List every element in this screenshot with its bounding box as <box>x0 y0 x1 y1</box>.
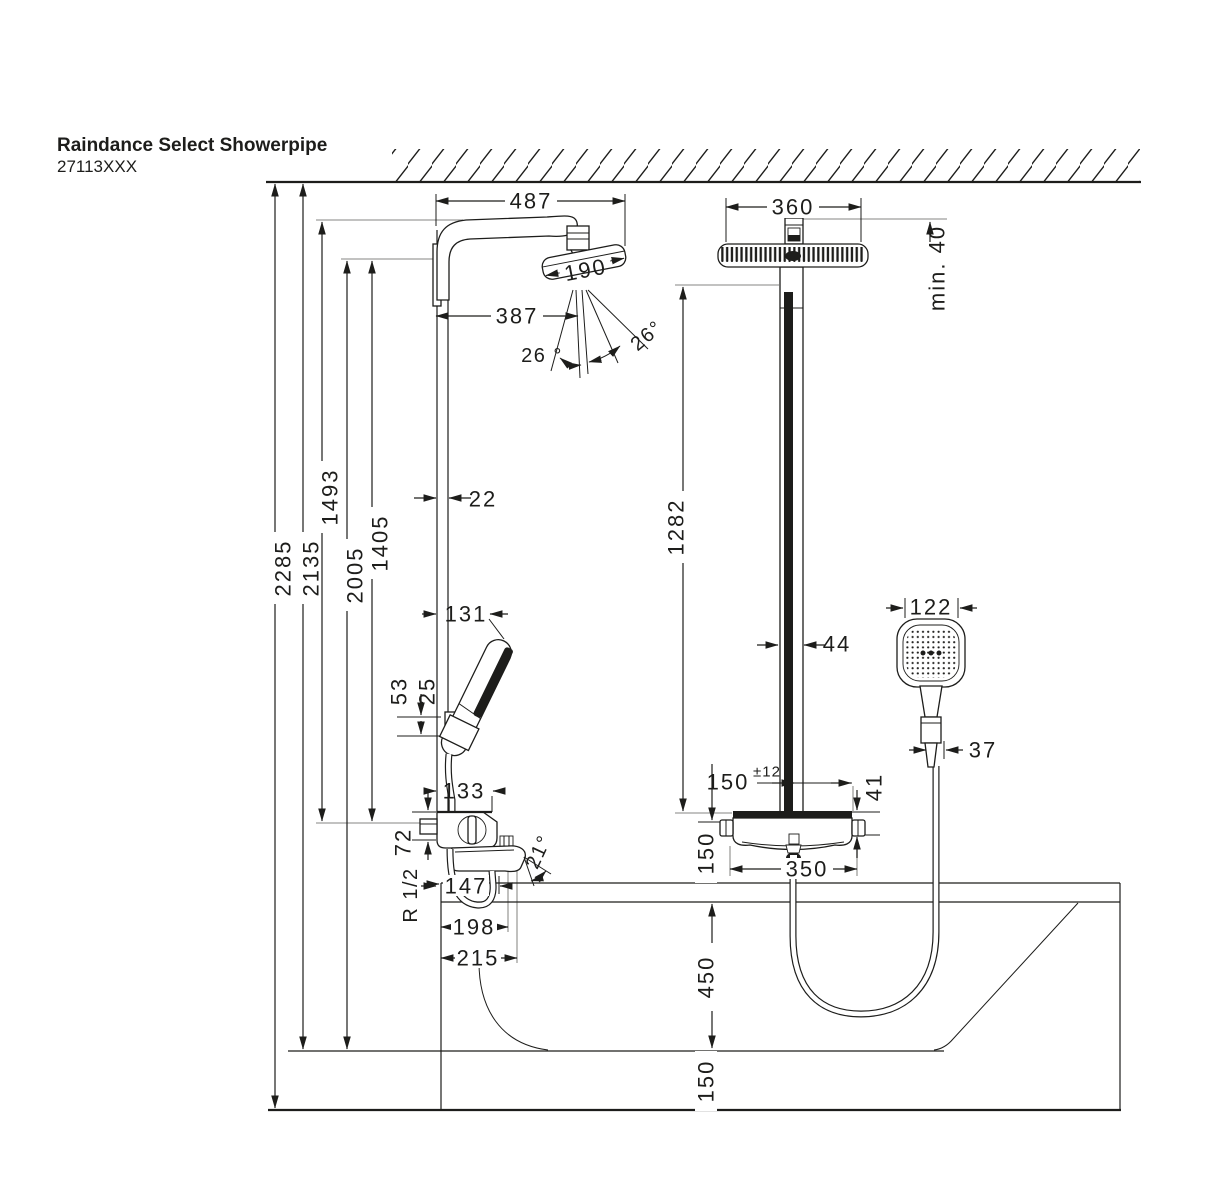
dim-mixer-projection: 215 <box>457 946 500 971</box>
dim-spray-face-height: 2005 <box>343 547 368 604</box>
page-title: Raindance Select Showerpipe <box>57 135 327 156</box>
tub-inner-left <box>478 961 549 1051</box>
dim-holder-upper: 53 <box>387 677 412 705</box>
bath-mixer <box>419 810 552 909</box>
overhead-shower-side: 190 <box>541 244 627 286</box>
dim-connection-distance: 150 <box>707 770 750 795</box>
dim-mixer-width: 133 <box>443 779 486 804</box>
spray-fan <box>550 289 649 379</box>
dim-floor-recess: 150 <box>694 1060 719 1103</box>
dim-spray-center-offset: 387 <box>496 304 539 329</box>
tub-spout <box>449 845 526 873</box>
dim-spray-angle-left: 26 ° <box>521 345 563 367</box>
dim-spout-angle: 21° <box>522 832 557 873</box>
dim-holder-lower: 25 <box>415 677 440 705</box>
dim-overhead-width-front: 360 <box>772 195 815 220</box>
tub-inner-right <box>933 902 1079 1051</box>
shower-hose-core <box>790 766 939 1017</box>
overhead-connector <box>784 217 804 245</box>
handshower-spray-face-edge <box>473 647 513 718</box>
dim-valve-above-rim: 150 <box>694 832 719 875</box>
bathtub <box>440 882 1121 1110</box>
ceiling <box>266 149 1141 184</box>
handshower-neck <box>919 685 943 718</box>
ceiling-hatch <box>392 149 1140 182</box>
dim-rim-height: 450 <box>694 956 719 999</box>
dim-valve-to-arm-top: 1493 <box>318 469 343 526</box>
valve-mounting-bar <box>733 811 852 818</box>
valve-select-button <box>788 833 800 845</box>
side-view: 190 <box>419 215 649 909</box>
dim-valve-width: 350 <box>786 857 829 882</box>
dim-handshower-width: 122 <box>910 595 953 620</box>
dim-handshower-offset: 131 <box>445 602 488 627</box>
dim-spout-reach: 147 <box>445 874 488 899</box>
dim-spray-to-valve-front: 1282 <box>664 499 689 556</box>
handshower-front <box>896 618 966 768</box>
dim-ceiling-clearance: min. 40 <box>925 225 950 311</box>
dim-total-height: 2285 <box>271 540 296 597</box>
model-number: 27113XXX <box>57 157 137 176</box>
shower-arm <box>436 215 578 301</box>
dim-valve-to-spray-face: 1405 <box>368 515 393 572</box>
dimensions: 487 360 min. 40 387 26 ° 26° 2285 2135 <box>271 183 997 1111</box>
dim-escutcheon-height: 41 <box>862 773 887 801</box>
dim-handle-width: 37 <box>969 738 997 763</box>
holder-clamp <box>438 714 480 752</box>
handshower-side <box>438 639 513 812</box>
hose-nut <box>920 716 942 744</box>
shower-hose-outline <box>789 766 940 1018</box>
dim-spray-angle-right: 26° <box>627 316 668 355</box>
overhead-shower-front <box>717 243 869 268</box>
dim-riser-width: 44 <box>823 632 851 657</box>
dim-riser-depth: 22 <box>469 487 497 512</box>
dim-ceiling-height: 2135 <box>299 540 324 597</box>
dim-spout-projection: 198 <box>453 915 496 940</box>
dim-mixer-offset: 72 <box>391 828 416 856</box>
riser-pipe-stripe <box>784 292 793 813</box>
dim-connection-tolerance: ±12 <box>753 764 781 781</box>
floor-lines <box>268 1050 1121 1112</box>
dim-hose-thread: R 1/2 <box>400 867 422 922</box>
supply-connector <box>419 818 438 835</box>
dim-arm-projection: 487 <box>510 189 553 214</box>
